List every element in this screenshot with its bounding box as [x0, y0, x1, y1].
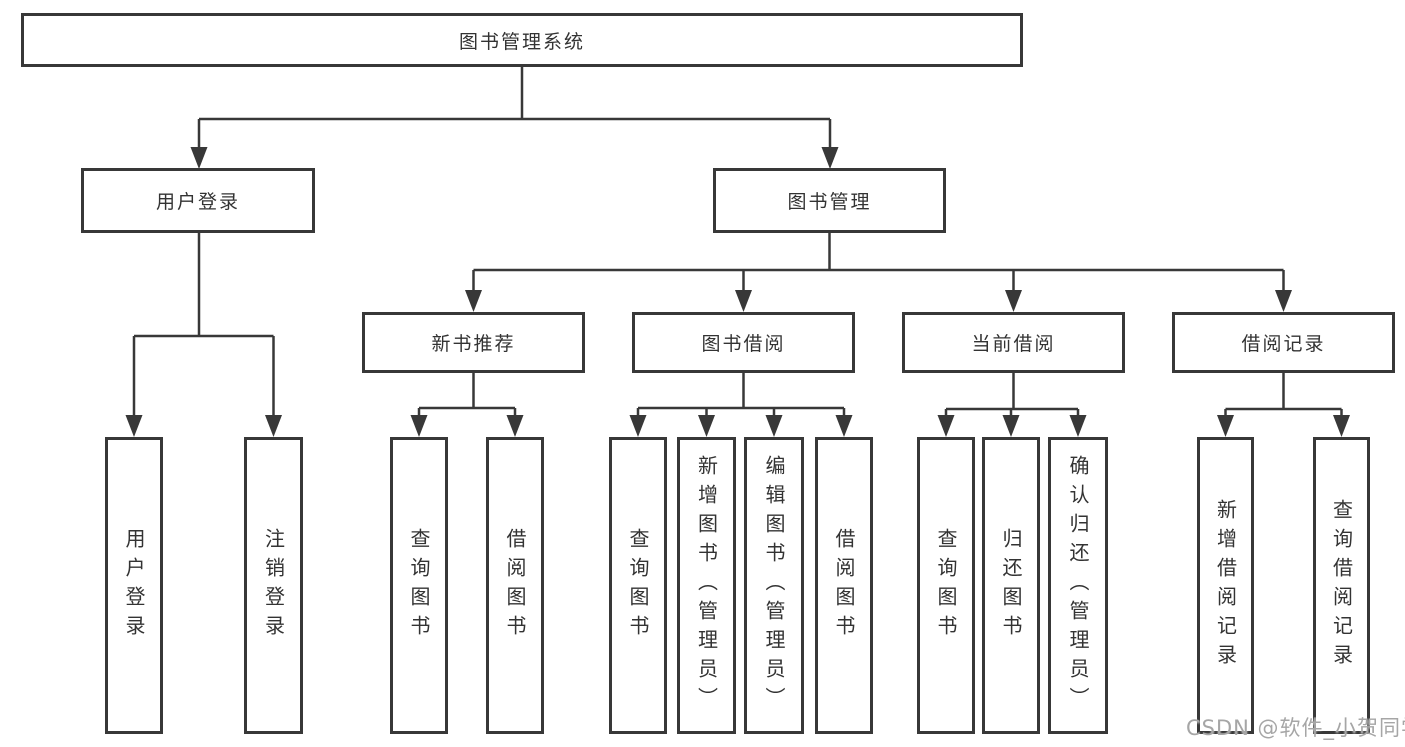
- connector-paths: [132, 67, 1343, 419]
- node-new-book-recommend: 新书推荐: [362, 312, 585, 373]
- leaf-label: 查询图书: [407, 527, 431, 644]
- node-book-management: 图书管理: [713, 168, 946, 233]
- leaf-label: 借阅图书: [832, 527, 856, 644]
- leaf-label: 查询借阅记录: [1329, 498, 1354, 673]
- node-label: 图书管理: [787, 191, 872, 213]
- node-current-borrow: 当前借阅: [902, 312, 1125, 373]
- node-book-borrow: 图书借阅: [632, 312, 855, 373]
- node-label: 新书推荐: [431, 333, 516, 355]
- leaf-label: 查询图书: [626, 527, 650, 644]
- leaf-label: 确认归还（管理员）: [1066, 455, 1090, 716]
- node-user-login: 用户登录: [81, 168, 315, 233]
- leaf-add-books-admin: 新增图书（管理员）: [677, 437, 736, 734]
- leaf-edit-books-admin: 编辑图书（管理员）: [744, 437, 804, 734]
- leaf-label: 新增借阅记录: [1213, 498, 1238, 673]
- leaf-user-login: 用户登录: [105, 437, 163, 734]
- leaf-query-borrow-record: 查询借阅记录: [1313, 437, 1370, 734]
- leaf-label: 归还图书: [999, 527, 1023, 644]
- leaf-query-books-borrow: 查询图书: [609, 437, 667, 734]
- leaf-label: 借阅图书: [503, 527, 527, 644]
- leaf-label: 新增图书（管理员）: [694, 455, 719, 716]
- node-label: 图书管理系统: [458, 30, 585, 53]
- leaf-borrow-books-recommend: 借阅图书: [486, 437, 544, 734]
- leaf-query-books-recommend: 查询图书: [390, 437, 448, 734]
- leaf-query-books-current: 查询图书: [917, 437, 975, 734]
- leaf-logout: 注销登录: [244, 437, 303, 734]
- leaf-add-borrow-record: 新增借阅记录: [1197, 437, 1254, 734]
- leaf-label: 查询图书: [934, 527, 958, 644]
- leaf-label: 注销登录: [261, 527, 286, 644]
- leaf-label: 用户登录: [122, 527, 146, 644]
- node-label: 借阅记录: [1241, 333, 1326, 355]
- node-library-management-system: 图书管理系统: [21, 13, 1023, 67]
- leaf-confirm-return-admin: 确认归还（管理员）: [1048, 437, 1108, 734]
- node-borrow-records: 借阅记录: [1172, 312, 1395, 373]
- node-label: 当前借阅: [971, 333, 1056, 355]
- leaf-borrow-books: 借阅图书: [815, 437, 873, 734]
- node-label: 用户登录: [155, 191, 240, 213]
- leaf-return-books: 归还图书: [982, 437, 1040, 734]
- node-label: 图书借阅: [701, 333, 786, 355]
- csdn-watermark: CSDN @软件_小贺同学: [1186, 716, 1405, 740]
- leaf-label: 编辑图书（管理员）: [762, 455, 786, 716]
